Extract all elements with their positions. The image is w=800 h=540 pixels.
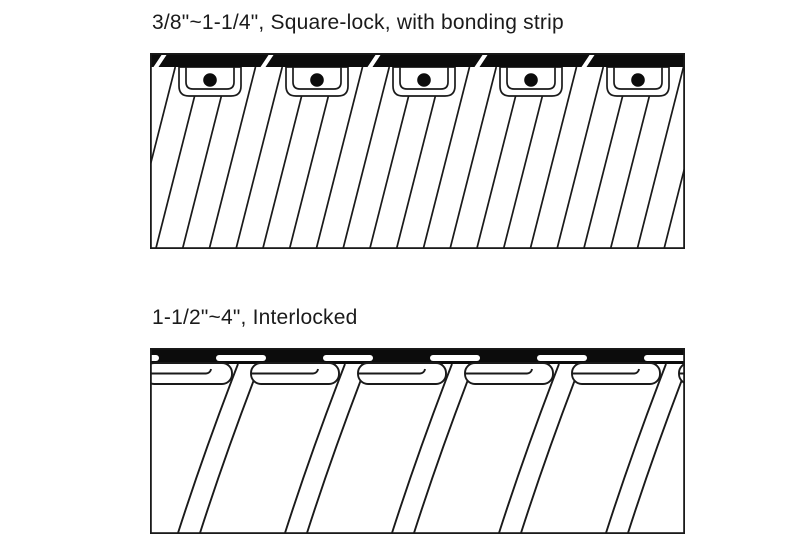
bonding-strip-dot [631,73,645,87]
figure-interlocked: 1-1/2"~4", Interlocked [150,303,685,534]
helix-strip-line [609,66,658,249]
band-slot [644,355,685,361]
interlock-profiles [150,362,685,385]
helix-strip-line [369,66,417,249]
profile-fold [572,368,640,375]
helix-strip-line [663,162,685,249]
helix-strip-line [235,66,284,249]
band-notches [153,55,595,67]
helix-strip-line [342,66,391,249]
band-slot [430,355,480,361]
profile-inner [185,67,235,90]
helix-strips [150,66,685,249]
helix-strip-line [315,66,364,249]
band-slot [323,355,373,361]
profile-inner [506,67,556,90]
figure-caption-interlocked: 1-1/2"~4", Interlocked [152,306,358,329]
bonding-strip-dot [310,73,324,87]
square-lock-profiles [178,66,670,97]
outer-border [150,348,685,534]
profile-fold [251,368,319,375]
helix-strip-line [498,363,560,534]
helix-strip-line [395,66,444,249]
band-notch [474,55,488,67]
bonding-strip-dot [203,73,217,87]
helix-strip-line [476,66,524,249]
band-slot [150,355,159,361]
helix-strip-line [208,66,257,249]
helix-strip-line [288,66,337,249]
helix-strip-line [422,66,471,249]
helix-strip-line [583,66,631,249]
helix-strip-line [391,363,453,534]
profile-fold [465,368,533,375]
figure-caption-square-lock: 3/8"~1-1/4", Square-lock, with bonding s… [152,11,564,34]
helix-strip-line [605,363,667,534]
interlocked-conduit-diagram [150,348,685,534]
helix-strips [150,363,685,534]
band-notch [153,55,167,67]
helix-strip-line [449,66,498,249]
square-lock-conduit-diagram [150,53,685,249]
helix-strip-line [556,66,605,249]
band-slots [150,355,685,361]
helix-strip-line [636,66,685,249]
helix-strip-line [284,363,346,534]
helix-strip-line [413,363,475,534]
profile-inner [613,67,663,90]
helix-strip-line [155,66,203,249]
profile-inner [292,67,342,90]
bonding-strip-dot [417,73,431,87]
profile-inner [399,67,449,90]
profile-fold [358,368,426,375]
bonding-strip-dot [524,73,538,87]
top-band [150,53,685,67]
band-notch [367,55,381,67]
helix-strip-line [306,363,368,534]
band-slot [216,355,266,361]
helix-strip-line [177,363,239,534]
helix-strip-line [529,66,578,249]
helix-strip-line [150,66,177,170]
helix-strip-line [199,363,261,534]
helix-strip-line [181,66,230,249]
profile-fold [150,368,212,375]
band-slot [537,355,587,361]
band-notch [260,55,274,67]
outer-border [150,53,685,249]
helix-strip-line [627,369,685,534]
helix-strip-line [502,66,551,249]
helix-strip-line [520,363,582,534]
band-notch [581,55,595,67]
helix-strip-line [262,66,310,249]
figure-square-lock: 3/8"~1-1/4", Square-lock, with bonding s… [150,8,685,249]
